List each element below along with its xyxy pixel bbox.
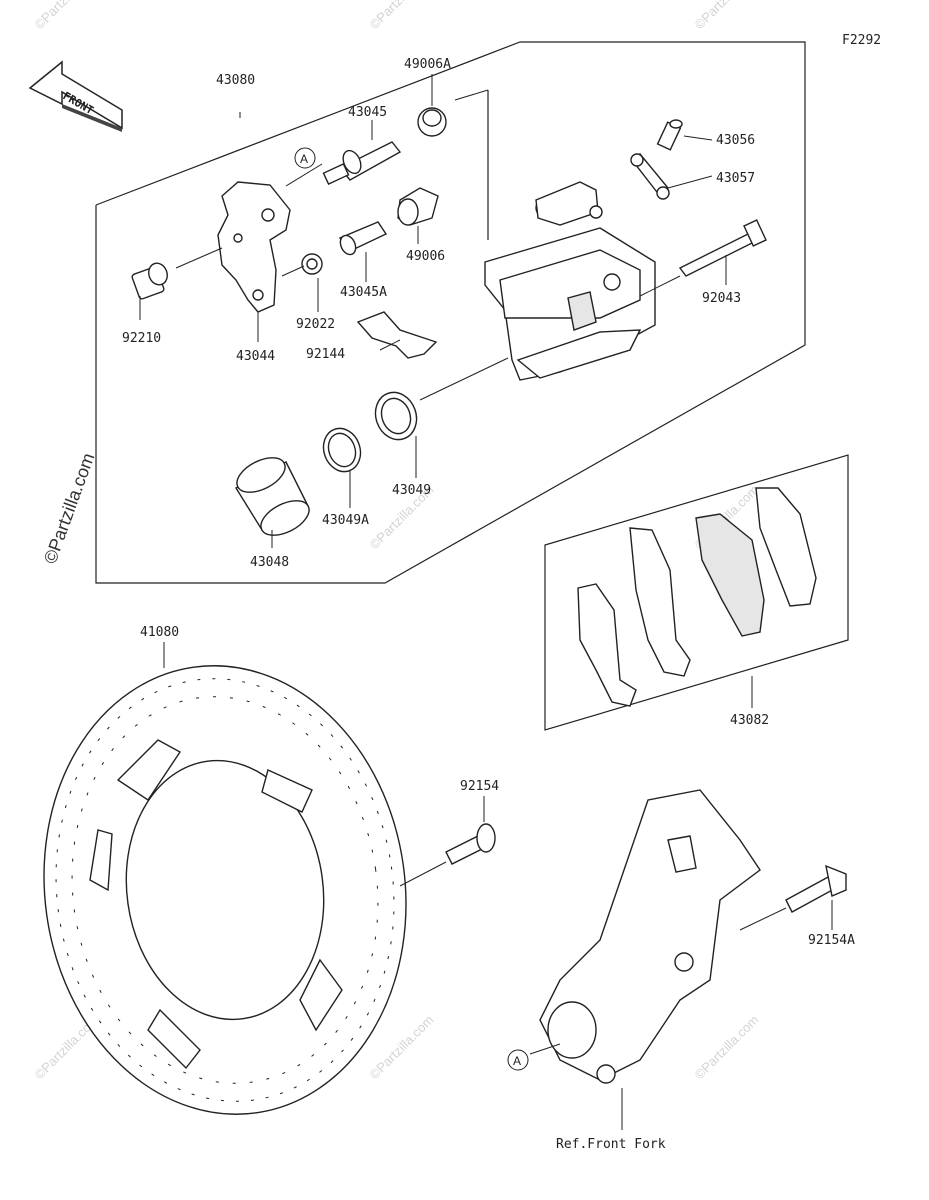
part-label: 49006A [404,57,451,72]
part-label: 43057 [716,171,755,186]
brake-caliper-body [484,181,656,381]
pad-pin-part [678,219,767,277]
front-arrow-icon: FRONT [28,60,123,132]
part-label: 92154A [808,933,855,948]
caliper-assembly-box [95,41,806,584]
part-label: 43082 [730,713,769,728]
bleeder-valve-part [656,119,683,151]
part-label: 43049 [392,483,431,498]
part-label: 92154 [460,779,499,794]
pad-spring-part [356,311,438,359]
part-label: 43045A [340,285,387,300]
slide-pin-b-part [339,221,388,256]
svg-text:A: A [300,152,308,166]
brake-pads-part [577,487,817,707]
part-label: 43048 [250,555,289,570]
part-label: 43056 [716,133,755,148]
watermark: ©Partzilla.com [692,0,762,32]
watermark: ©Partzilla.com [367,0,437,32]
brake-disc-part [43,665,407,1115]
watermark: ©Partzilla.com [32,0,102,32]
callout-a-marker: A [507,1049,529,1071]
brake-pad-box [544,454,849,731]
piston-part [235,457,310,536]
part-label: 43044 [236,349,275,364]
part-label: 92210 [122,331,161,346]
part-label: 92043 [702,291,741,306]
part-label: 43080 [216,73,255,88]
disc-bolt-part [445,823,496,865]
part-label: 49006 [406,249,445,264]
part-label: 43045 [348,105,387,120]
leader-lines [139,74,833,1130]
leader-line [454,89,489,101]
part-label: 92144 [306,347,345,362]
part-label: 41080 [140,625,179,640]
callout-a-marker: A [294,147,316,169]
partzilla-watermark: ©Partzilla.com [40,450,99,566]
washer-hole [306,258,318,270]
sleeve-part [131,262,168,300]
caliper-bracket-part [217,181,291,313]
diagram-code: F2292 [842,33,881,48]
boot-a-part [417,107,447,137]
caliper-bolt-part [785,864,847,913]
boot-part [397,187,439,226]
part-label: 92022 [296,317,335,332]
part-label: 43049A [322,513,369,528]
bleeder-cap-part [630,153,670,200]
piston-seal-part [374,391,418,441]
ref-label: Ref.Front Fork [556,1137,666,1152]
dust-seal-part [322,427,362,473]
watermark: ©Partzilla.com [692,1012,762,1082]
slide-pin-part [322,141,402,186]
svg-text:A: A [513,1054,521,1068]
